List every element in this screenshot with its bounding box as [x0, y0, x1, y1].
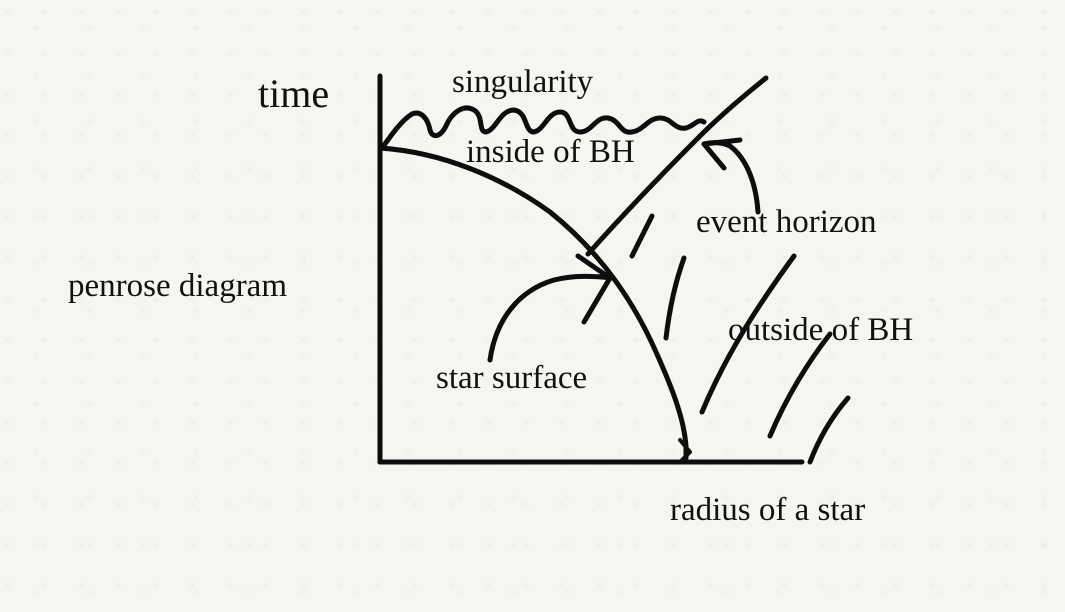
hatch-line: [807, 395, 851, 465]
time-axis-label: time: [258, 71, 330, 116]
star-surface-arrow: [487, 273, 615, 363]
event-horizon-label: event horizon: [696, 204, 877, 240]
radius-axis-label: radius of a star: [670, 492, 866, 528]
outside-bh-label: outside of BH: [728, 312, 914, 348]
hatch-line: [767, 331, 833, 439]
star-surface-arrowhead: [575, 253, 613, 325]
star-surface-curve: [377, 145, 689, 461]
event-horizon-line: [585, 75, 769, 257]
singularity-line: [379, 105, 707, 151]
star-surface-label: star surface: [436, 360, 588, 396]
event-horizon-arrowhead: [701, 137, 743, 171]
hatch-line: [663, 255, 687, 341]
curve-end-tick: [678, 438, 692, 462]
singularity-label: singularity: [452, 64, 594, 100]
inside-bh-label: inside of BH: [466, 134, 635, 170]
dash-mark: [629, 213, 655, 259]
hatch-line: [699, 253, 797, 415]
diagram-title: penrose diagram: [68, 268, 287, 304]
